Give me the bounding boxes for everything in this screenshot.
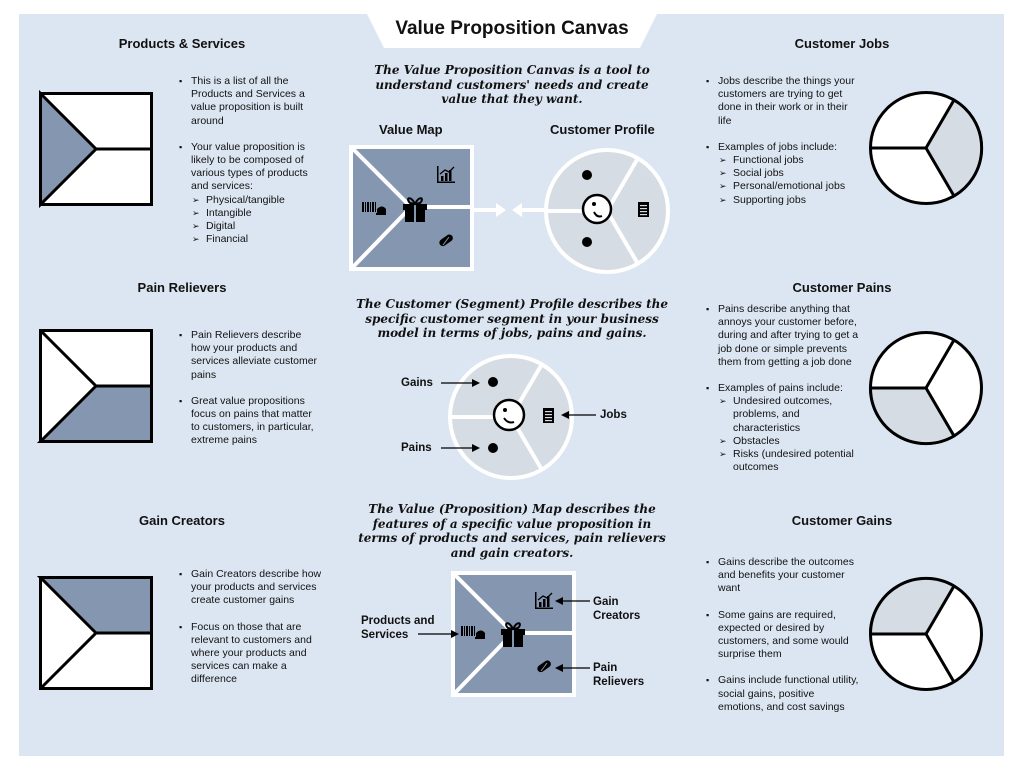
double-arrow-icon [474, 203, 544, 217]
barcode-icon [461, 626, 485, 639]
pain-relievers-heading: Pain Relievers [137, 280, 227, 295]
sub-item: Risks (undesired potential outcomes [719, 448, 860, 474]
profile-description: The Customer (Segment) Profile describes… [356, 297, 668, 340]
canvas-intro: The Value Proposition Canvas is a tool t… [374, 63, 650, 106]
pain-relievers-label: Pain Relievers [593, 661, 644, 689]
arrow-icon [555, 597, 590, 605]
arrow-icon [418, 630, 459, 638]
gain-creators-text: Gain Creators describe how your products… [178, 568, 323, 700]
sub-item: Social jobs [719, 167, 860, 180]
list-item: Your value proposition is likely to be c… [179, 140, 328, 247]
gift-icon [501, 622, 525, 647]
gain-creators-square-icon [36, 576, 153, 690]
list-item: Gain Creators describe how your products… [179, 568, 323, 608]
list-item: Pains describe anything that annoys your… [706, 303, 860, 369]
gains-label: Gains [401, 377, 433, 389]
label-line: Products and [361, 615, 435, 627]
title-tab [360, 0, 664, 48]
pains-label: Pains [401, 442, 432, 454]
list-item: Examples of jobs include: Functional job… [706, 140, 860, 207]
sub-item: Intangible [192, 207, 328, 220]
list-item: Some gains are required, expected or des… [706, 609, 860, 662]
list-item: Gains include functional utility, social… [706, 674, 860, 714]
list-item: Pain Relievers describe how your product… [179, 329, 318, 382]
customer-profile-circle [544, 148, 670, 274]
gift-icon [403, 197, 427, 222]
list-item: Jobs describe the things your customers … [706, 75, 860, 128]
sub-item: Financial [192, 233, 328, 246]
page-title: Value Proposition Canvas [395, 18, 629, 39]
barcode-icon [362, 202, 386, 215]
pain-relievers-text: Pain Relievers describe how your product… [178, 329, 318, 461]
customer-gains-text: Gains describe the outcomes and benefits… [705, 556, 860, 727]
customer-gains-heading: Customer Gains [791, 513, 893, 528]
customer-profile-label: Customer Profile [550, 122, 655, 137]
pain-relievers-square-icon [36, 329, 153, 443]
sub-item: Physical/tangible [192, 194, 328, 207]
list-item: Gains describe the outcomes and benefits… [706, 556, 860, 596]
products-services-label: Products and Services [361, 614, 434, 642]
growth-chart-icon [535, 592, 553, 609]
value-map-label: Value Map [379, 122, 443, 137]
customer-jobs-text: Jobs describe the things your customers … [705, 75, 860, 207]
label-line: Pain [593, 662, 618, 674]
customer-gains-circle-icon [868, 576, 983, 691]
sub-item: Obstacles [719, 435, 860, 448]
sub-item: Personal/emotional jobs [719, 180, 860, 193]
jobs-label: Jobs [600, 409, 627, 421]
list-item-text: Examples of pains include: [718, 382, 843, 395]
list-item: This is a list of all the Products and S… [179, 75, 328, 128]
label-line: Gain [593, 596, 619, 608]
label-line: Creators [593, 610, 641, 622]
customer-pains-circle-icon [868, 331, 983, 446]
pill-icon [537, 660, 551, 673]
label-line: Services [361, 629, 409, 641]
list-item: Focus on those that are relevant to cust… [179, 621, 323, 687]
products-square-icon [39, 89, 153, 209]
sub-item: Undesired outcomes, problems, and charac… [719, 395, 860, 435]
products-text: This is a list of all the Products and S… [178, 75, 328, 247]
list-item-text: Examples of jobs include: [718, 140, 838, 153]
customer-jobs-heading: Customer Jobs [794, 36, 890, 51]
arrow-icon [441, 444, 480, 452]
gain-creators-heading: Gain Creators [139, 513, 225, 528]
sub-item: Supporting jobs [719, 194, 860, 207]
label-line: Relievers [593, 676, 645, 688]
pill-icon [439, 234, 453, 247]
customer-profile-diagram [448, 354, 574, 480]
arrow-icon [561, 411, 596, 419]
growth-chart-icon [437, 166, 455, 183]
list-item-text: Your value proposition is likely to be c… [191, 140, 308, 193]
list-item: Great value propositions focus on pains … [179, 395, 318, 448]
arrow-icon [441, 379, 480, 387]
gain-creators-label: Gain Creators [593, 595, 640, 623]
list-item: Examples of pains include: Undesired out… [706, 382, 860, 474]
arrow-icon [555, 664, 590, 672]
customer-pains-text: Pains describe anything that annoys your… [705, 303, 860, 474]
sub-item: Digital [192, 220, 328, 233]
customer-jobs-circle-icon [869, 91, 984, 205]
map-description: The Value (Proposition) Map describes th… [358, 502, 666, 560]
products-heading: Products & Services [118, 36, 246, 51]
customer-pains-heading: Customer Pains [792, 280, 892, 295]
sub-item: Functional jobs [719, 154, 860, 167]
